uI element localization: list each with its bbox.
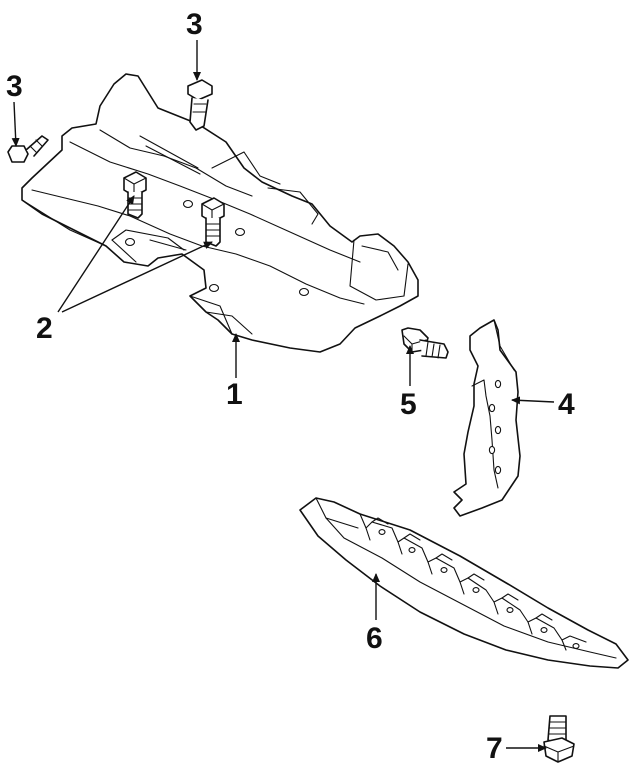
side-bracket xyxy=(453,319,521,517)
bolt-left xyxy=(123,171,147,219)
callout-3-top: 3 xyxy=(186,8,203,41)
callout-7: 7 xyxy=(486,732,503,765)
callout-1: 1 xyxy=(226,378,243,411)
bolt-5 xyxy=(401,327,449,359)
bolt-right xyxy=(201,197,225,247)
leader-2b xyxy=(61,241,213,313)
push-clip-left xyxy=(7,135,49,163)
callout-6: 6 xyxy=(366,622,383,655)
lower-skid-plate xyxy=(299,497,629,669)
callout-5: 5 xyxy=(400,388,417,421)
bolt-7 xyxy=(543,715,575,763)
callout-3-left: 3 xyxy=(6,70,23,103)
leader-3b xyxy=(11,101,20,147)
callout-4: 4 xyxy=(558,388,575,421)
leader-2a xyxy=(57,195,135,313)
leader-4 xyxy=(511,396,555,405)
callout-2: 2 xyxy=(36,312,53,345)
push-clip-top xyxy=(187,79,213,131)
